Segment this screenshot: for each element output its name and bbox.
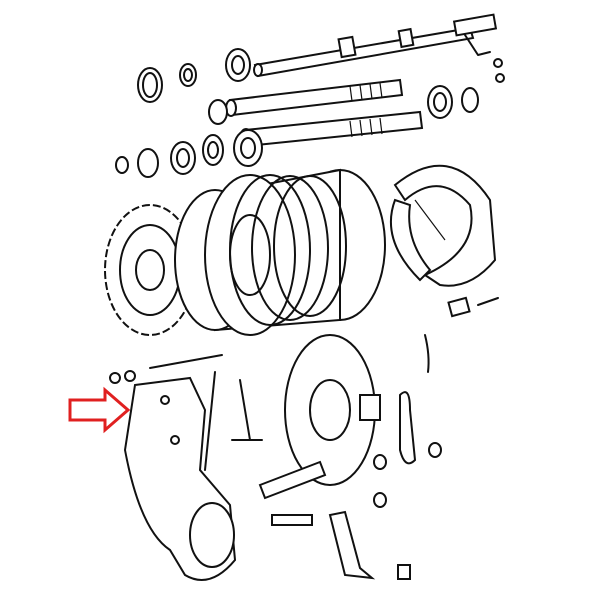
highlight-arrow-icon bbox=[68, 386, 131, 434]
small-fasteners bbox=[109, 334, 442, 580]
bearings-and-washers bbox=[115, 48, 505, 178]
main-axle bbox=[253, 13, 498, 78]
brake-plate bbox=[258, 334, 381, 580]
chain-guard bbox=[123, 371, 237, 581]
hub-axle bbox=[239, 110, 424, 148]
spacer-axle bbox=[225, 78, 404, 117]
hub-drum bbox=[174, 168, 386, 336]
brake-shoes bbox=[389, 164, 499, 318]
